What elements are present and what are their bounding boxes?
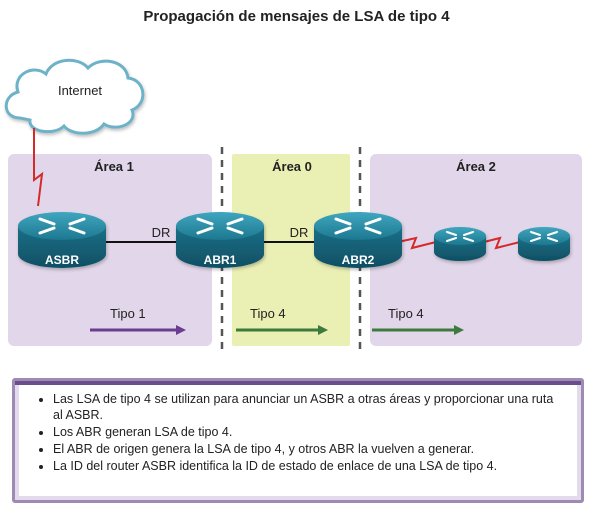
note-item: El ABR de origen genera la LSA de tipo 4… (53, 441, 561, 457)
lsa-arrow-label-tipo1: Tipo 1 (110, 306, 146, 321)
internet-serial-link (33, 128, 44, 207)
router-abr1-icon[interactable]: ABR1 (176, 212, 264, 268)
internet-cloud-icon (4, 58, 145, 135)
diagram-title: Propagación de mensajes de LSA de tipo 4 (143, 8, 450, 25)
note-item: Las LSA de tipo 4 se utilizan para anunc… (53, 391, 561, 423)
lsa-arrow-label-tipo4-b: Tipo 4 (388, 306, 424, 321)
serial-link-r4-r5 (483, 236, 521, 250)
router-abr2-icon[interactable]: ABR2 (314, 212, 402, 268)
internet-label: Internet (58, 83, 102, 98)
dr-label-2: DR (290, 225, 309, 240)
note-item: La ID del router ASBR identifica la ID d… (53, 458, 561, 474)
router-area2-a-icon[interactable] (434, 227, 486, 261)
router-asbr-label: ASBR (45, 253, 79, 267)
area0-box (232, 154, 350, 346)
note-item: Los ABR generan LSA de tipo 4. (53, 424, 561, 440)
area2-label: Área 2 (456, 159, 496, 174)
router-asbr-icon[interactable]: ASBR (18, 212, 106, 268)
lsa-arrowhead-tipo4-a (318, 325, 328, 335)
notes-list: Las LSA de tipo 4 se utilizan para anunc… (23, 391, 575, 475)
dr-label-1: DR (152, 225, 171, 240)
area1-box (8, 154, 212, 346)
router-abr1-label: ABR1 (204, 253, 237, 267)
notes-panel: Las LSA de tipo 4 se utilizan para anunc… (12, 378, 584, 503)
serial-link-abr2-r4 (397, 236, 437, 250)
notes-panel-topbar (15, 381, 581, 385)
router-abr2-label: ABR2 (342, 253, 375, 267)
lsa-arrow-label-tipo4-a: Tipo 4 (250, 306, 286, 321)
area1-label: Área 1 (94, 159, 134, 174)
lsa-arrowhead-tipo4-b (454, 325, 464, 335)
network-diagram: Área 1 Área 0 Área 2 Internet DR DR ASBR… (4, 58, 582, 352)
router-area2-b-icon[interactable] (518, 227, 570, 261)
lsa-arrowhead-tipo1 (176, 325, 186, 335)
area0-label: Área 0 (272, 159, 312, 174)
